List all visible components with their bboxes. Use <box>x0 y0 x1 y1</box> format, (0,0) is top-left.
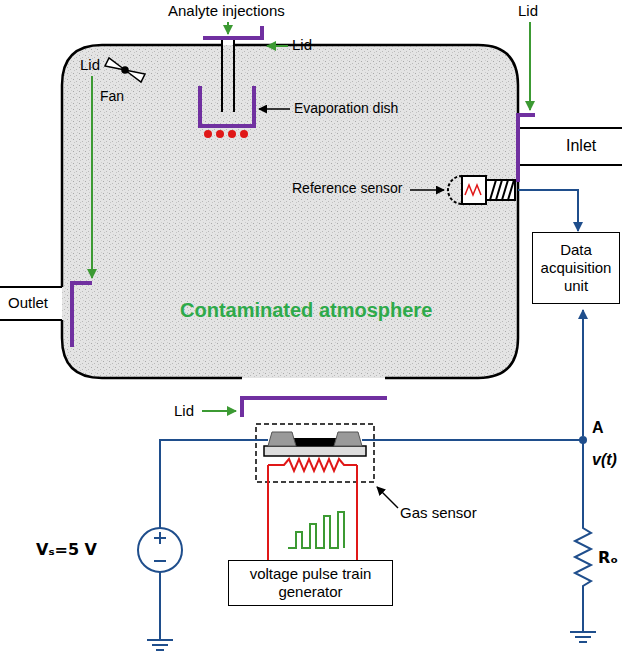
drop <box>216 130 224 138</box>
wire <box>362 439 583 441</box>
leader-arrow <box>377 487 398 508</box>
substrate <box>264 446 366 456</box>
sensor-mesh <box>448 176 462 204</box>
fan-hub <box>122 67 128 73</box>
lid-label: Lid <box>292 36 312 54</box>
dish-label: Evaporation dish <box>294 100 398 117</box>
injection-label: Analyte injections <box>168 2 285 20</box>
drop <box>204 130 212 138</box>
drop <box>240 130 248 138</box>
inlet-label: Inlet <box>566 136 596 155</box>
circuit <box>138 310 596 650</box>
leader-arrow <box>91 76 93 278</box>
chamber-wall <box>62 45 518 378</box>
sensor-body <box>486 180 515 200</box>
leader-arrow <box>259 108 290 110</box>
fan-symbol <box>105 58 145 82</box>
box-content: voltage pulse train generator <box>234 565 387 601</box>
wire <box>159 572 161 640</box>
analyte-drops <box>204 130 248 138</box>
lid-label: Lid <box>518 2 538 20</box>
test-chamber: Contaminated atmosphere <box>58 41 522 382</box>
sensing-film <box>290 438 340 446</box>
generator-box: voltage pulse train generator <box>228 560 393 606</box>
ground-symbol <box>570 632 596 642</box>
lid-label: Lid <box>80 56 100 74</box>
leader-arrow <box>202 410 236 412</box>
region-title: Contaminated atmosphere <box>180 298 432 322</box>
wire <box>160 440 268 528</box>
electrode <box>334 432 362 446</box>
lids <box>72 28 533 415</box>
box-label: voltage pulse train generator <box>234 565 387 601</box>
node-name: A <box>592 418 604 437</box>
fan-label: Fan <box>100 88 124 105</box>
heater <box>268 459 357 471</box>
leader-arrow <box>529 22 531 110</box>
outlet-pipe <box>0 287 62 320</box>
inlet-pipe <box>518 128 622 165</box>
leader-arrow <box>267 45 288 47</box>
heater-wire <box>268 465 357 560</box>
outlet-label: Outlet <box>8 294 48 312</box>
sensor-label: Reference sensor <box>292 180 403 197</box>
sensor-thread <box>490 180 514 200</box>
signal-name: v(t) <box>592 450 617 469</box>
leader-arrow <box>410 189 444 191</box>
reference-sensor-symbol <box>448 176 515 204</box>
node-dot <box>579 436 587 444</box>
bottom-lid <box>242 398 385 415</box>
pulse-waveform <box>288 512 344 548</box>
leader-arrow <box>227 22 229 34</box>
voltage-source <box>138 528 182 572</box>
resistor-name: Rₒ <box>598 548 618 567</box>
outlet-lid <box>72 283 90 345</box>
inlet-lid <box>518 115 533 180</box>
sensor-cap <box>462 176 486 204</box>
evaporation-dish <box>200 88 254 126</box>
ground-symbol <box>147 640 173 650</box>
sensor-heater <box>465 185 481 195</box>
lid-label: Lid <box>174 402 194 420</box>
drop <box>228 130 236 138</box>
sensor-label: Gas sensor <box>400 504 477 522</box>
chamber-outline <box>58 41 522 382</box>
chamber-fill <box>62 45 518 378</box>
top-lid <box>205 28 262 38</box>
electrode <box>268 432 296 446</box>
signal-wire <box>582 310 584 436</box>
injection-tube <box>222 40 234 112</box>
resistor-symbol <box>575 440 591 632</box>
box-label: Data acquisition unit <box>538 241 614 295</box>
acquisition-box: Data acquisition unit <box>532 232 620 304</box>
source-polarity <box>154 532 166 561</box>
box-content: Data acquisition unit <box>538 241 614 295</box>
source-value: Vₛ=5 V <box>36 540 97 559</box>
green-arrows <box>92 22 530 411</box>
pipes <box>0 40 622 320</box>
black-arrows <box>259 109 444 508</box>
signal-wire <box>518 190 578 231</box>
gas-sensor-symbol <box>256 424 374 560</box>
